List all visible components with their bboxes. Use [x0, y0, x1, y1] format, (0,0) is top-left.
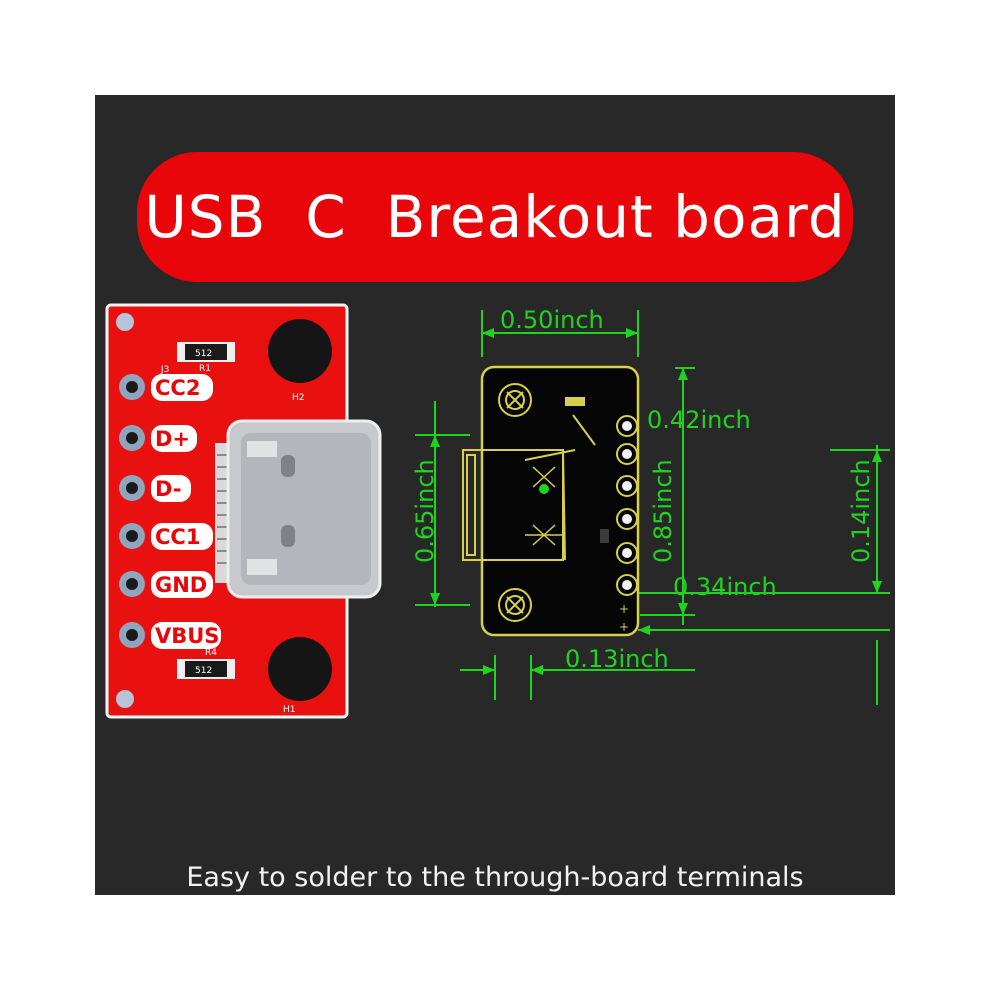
solder-pad-dplus — [119, 425, 145, 451]
mounting-hole-h2 — [268, 319, 332, 383]
j3-ref: J3 — [160, 365, 169, 375]
pin-label-gnd: GND — [155, 573, 207, 597]
pin-label-dplus: D+ — [155, 427, 190, 451]
solder-pad-cc2 — [119, 374, 145, 400]
solder-pad-cc1 — [119, 523, 145, 549]
dim-offset-right: 0.34inch — [673, 573, 777, 601]
svg-text:+: + — [619, 620, 629, 634]
title-text: USB C Breakout board — [144, 183, 846, 251]
solder-pad-gnd — [119, 571, 145, 597]
dim-pin-pitch: 0.42inch — [647, 406, 751, 434]
resistor-r1 — [177, 342, 235, 362]
svg-text:+: + — [619, 602, 629, 616]
h2-ref: H2 — [292, 393, 305, 403]
resistor-r4 — [177, 659, 235, 679]
dim-height-right: 0.14inch — [847, 459, 875, 563]
pin-label-vbus: VBUS — [155, 624, 219, 648]
caption-text: Easy to solder to the through-board term… — [186, 862, 804, 893]
r1-value: 512 — [195, 349, 212, 359]
dim-height-left: 0.65inch — [411, 459, 439, 563]
pcb-outline — [480, 365, 640, 637]
title-banner: USB C Breakout board — [137, 152, 853, 282]
h1-ref: H1 — [283, 705, 296, 715]
red-breakout-board: 512 R1 512 R4 J3 H2 H1 CC2 D+ D- CC1 GND… — [105, 303, 382, 719]
pin-label-cc1: CC1 — [155, 525, 200, 549]
dim-offset-bottom: 0.13inch — [565, 645, 669, 673]
dimension-drawing: + + 0.50inch 0.42inch 0.34inch 0.13inch … — [411, 306, 890, 705]
solder-pad-dminus — [119, 475, 145, 501]
mounting-hole-h1 — [268, 637, 332, 701]
product-illustration: 512 R1 512 R4 J3 H2 H1 CC2 D+ D- CC1 GND… — [105, 303, 890, 719]
usb-c-connector — [215, 419, 382, 599]
solder-pad-vbus — [119, 622, 145, 648]
dim-height-pins: 0.85inch — [649, 459, 677, 563]
pin-label-dminus: D- — [155, 477, 182, 501]
r4-value: 512 — [195, 666, 212, 676]
r4-ref: R4 — [205, 648, 217, 658]
dim-width-top: 0.50inch — [500, 306, 604, 334]
pin-label-cc2: CC2 — [155, 376, 200, 400]
r1-ref: R1 — [199, 364, 211, 374]
